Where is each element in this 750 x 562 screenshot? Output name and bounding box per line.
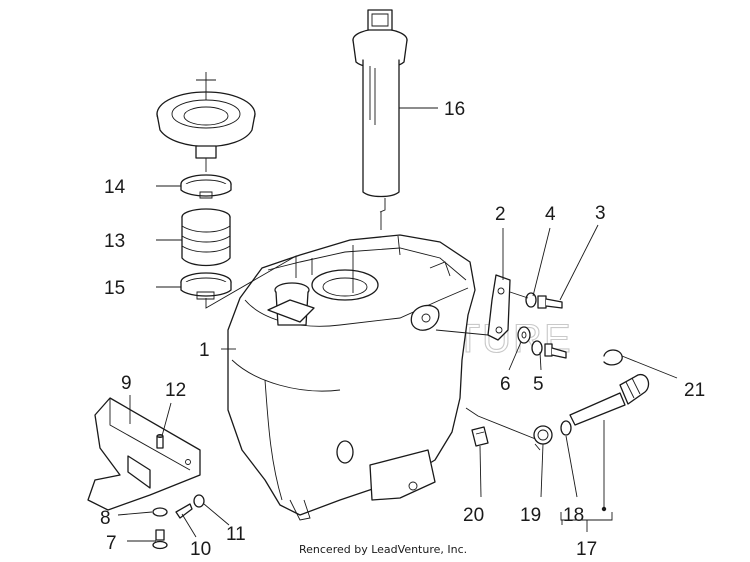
callout-11: 11 bbox=[226, 524, 246, 545]
seal-18 bbox=[560, 420, 572, 436]
callout-1: 1 bbox=[199, 340, 210, 361]
clip-leader bbox=[465, 407, 539, 441]
fuel-level-sender bbox=[352, 9, 408, 293]
callout-3: 3 bbox=[595, 203, 606, 224]
nut-5 bbox=[531, 340, 567, 359]
render-credit: Rencered by LeadVenture, Inc. bbox=[299, 543, 467, 556]
callout-2: 2 bbox=[495, 204, 506, 225]
callout-9: 9 bbox=[121, 373, 132, 394]
stud-12 bbox=[156, 434, 164, 449]
washer-8 bbox=[152, 507, 168, 517]
callout-8: 8 bbox=[100, 508, 111, 529]
bolt-3 bbox=[509, 291, 563, 309]
filler-flange bbox=[156, 72, 256, 172]
callout-7: 7 bbox=[106, 533, 117, 554]
callout-20: 20 bbox=[463, 505, 484, 526]
guard-plate bbox=[87, 397, 201, 511]
callout-17: 17 bbox=[576, 539, 597, 560]
callout-21: 21 bbox=[684, 380, 705, 401]
callout-10: 10 bbox=[190, 539, 211, 560]
fuel-fitting bbox=[569, 373, 650, 426]
callout-14: 14 bbox=[104, 177, 126, 198]
leader-lines bbox=[117, 107, 678, 542]
neck-leader bbox=[205, 255, 297, 309]
callout-19: 19 bbox=[520, 505, 541, 526]
bolt-10 bbox=[175, 503, 193, 519]
washer-4 bbox=[525, 292, 537, 308]
callout-15: 15 bbox=[104, 278, 125, 299]
callout-4: 4 bbox=[545, 204, 556, 225]
washer-6 bbox=[517, 326, 531, 344]
callout-5: 5 bbox=[533, 374, 544, 395]
callout-13: 13 bbox=[104, 231, 125, 252]
filler-hose bbox=[181, 208, 231, 267]
callout-6: 6 bbox=[500, 374, 511, 395]
fuel-tank bbox=[227, 234, 476, 521]
washer-11 bbox=[193, 494, 205, 508]
hose-clamp-top bbox=[180, 174, 232, 199]
callout-labels: 1 2 3 4 5 6 7 8 9 10 11 12 13 14 15 16 1… bbox=[100, 99, 705, 560]
mounting-bracket bbox=[435, 274, 511, 341]
clip-20 bbox=[471, 426, 489, 447]
screw-7 bbox=[152, 529, 168, 550]
hose-clamp-bottom bbox=[180, 272, 232, 300]
callout-12: 12 bbox=[165, 380, 186, 401]
callout-18: 18 bbox=[563, 505, 584, 526]
callout-16: 16 bbox=[444, 99, 465, 120]
circlip-21 bbox=[603, 349, 623, 366]
